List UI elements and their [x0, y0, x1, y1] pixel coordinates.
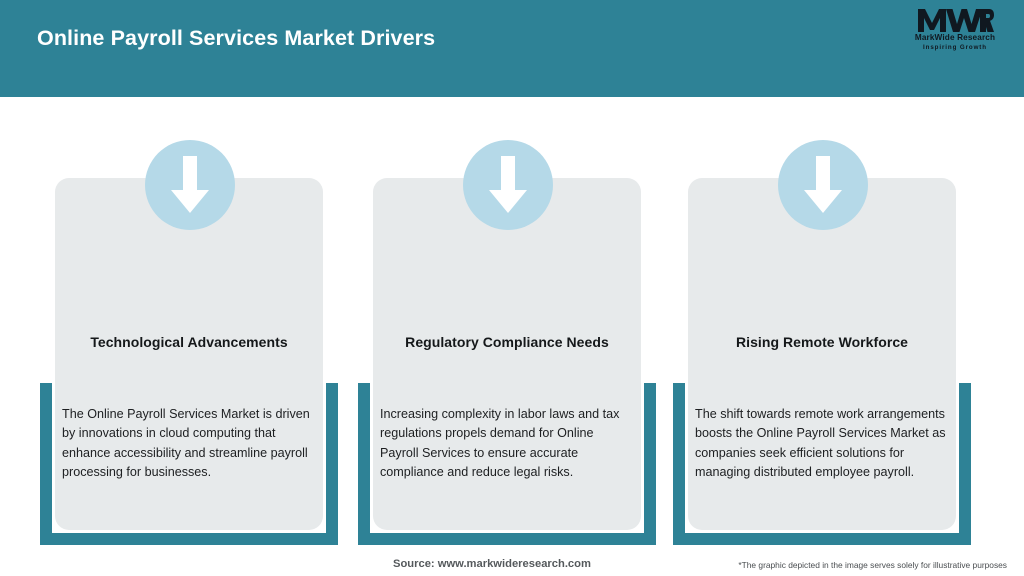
arrow-down-icon [145, 140, 235, 230]
driver-card-1[interactable]: Technological Advancements The Online Pa… [55, 178, 323, 530]
driver-column-3: Rising Remote Workforce The shift toward… [665, 97, 980, 576]
card-bracket [358, 383, 656, 545]
driver-column-1: Technological Advancements The Online Pa… [32, 97, 347, 576]
arrow-down-icon [778, 140, 868, 230]
driver-column-2: Regulatory Compliance Needs Increasing c… [350, 97, 665, 576]
driver-card-2[interactable]: Regulatory Compliance Needs Increasing c… [373, 178, 641, 530]
page-title: Online Payroll Services Market Drivers [37, 26, 436, 50]
driver-card-3[interactable]: Rising Remote Workforce The shift toward… [688, 178, 956, 530]
driver-card-title: Technological Advancements [90, 334, 288, 350]
driver-card-title: Regulatory Compliance Needs [405, 334, 609, 350]
footer-disclaimer: *The graphic depicted in the image serve… [738, 560, 1007, 570]
page-header: Online Payroll Services Market Drivers M… [0, 0, 1024, 97]
arrow-down-icon [463, 140, 553, 230]
logo-company-name: MarkWide Research [914, 33, 996, 42]
driver-card-body: The Online Payroll Services Market is dr… [62, 407, 310, 479]
driver-card-body: Increasing complexity in labor laws and … [380, 407, 620, 479]
driver-card-body: The shift towards remote work arrangemen… [695, 407, 946, 479]
markwide-research-logo: MarkWide Research Inspiring Growth [903, 8, 1007, 56]
card-bracket [40, 383, 338, 545]
logo-tagline: Inspiring Growth [923, 44, 987, 51]
footer-source: Source: www.markwideresearch.com [393, 558, 591, 570]
driver-card-title: Rising Remote Workforce [735, 334, 909, 350]
mwr-monogram-icon [903, 8, 1007, 33]
drivers-card-board: Technological Advancements The Online Pa… [0, 97, 1024, 576]
card-bracket [673, 383, 971, 545]
